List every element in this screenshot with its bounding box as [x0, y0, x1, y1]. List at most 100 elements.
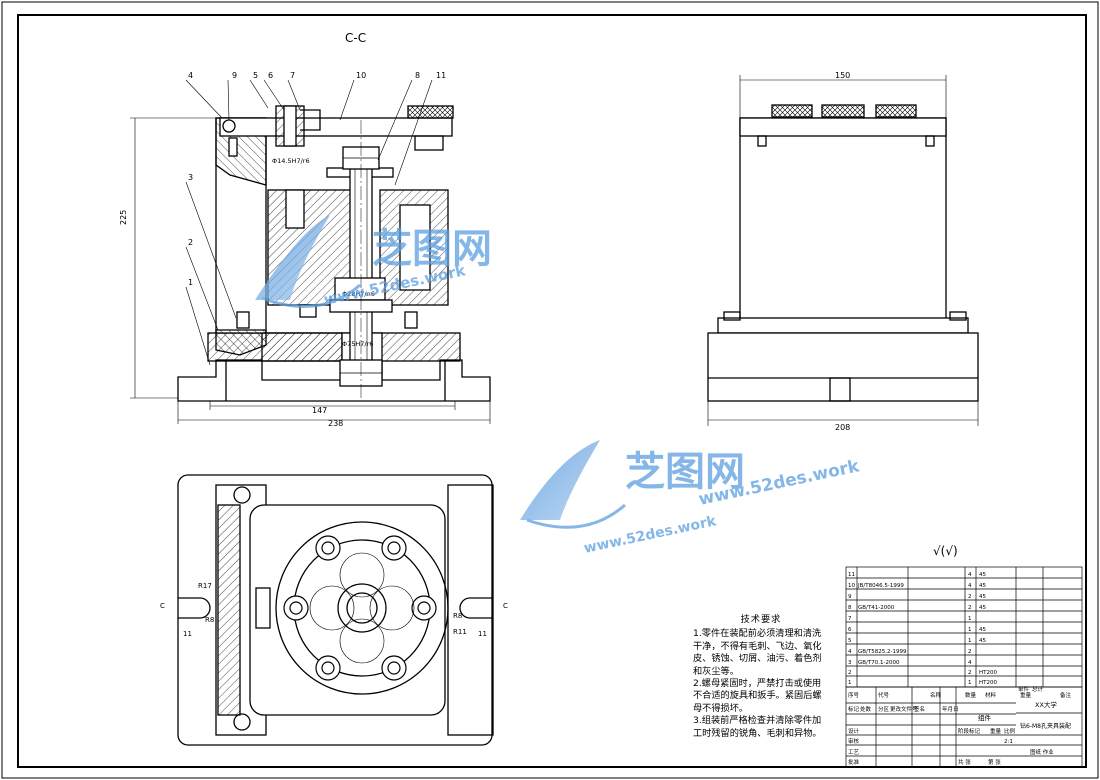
bom-no: 3 — [848, 660, 852, 666]
section-marker: C — [160, 602, 165, 610]
bom-qty: 1 — [968, 627, 972, 633]
title-label: 处数 — [860, 705, 872, 713]
bom-header: 材料 — [985, 691, 997, 699]
technical-note-item: 1.零件在装配前必须清理和清洗干净，不得有毛刺、飞边、氧化皮、锈蚀、切屑、油污、… — [693, 628, 822, 677]
part-number: 11 — [436, 71, 446, 80]
side-view — [707, 104, 979, 402]
title-label: 更改文件号 — [890, 705, 918, 713]
bom-text: 11 10 9 8 7 6 5 4 3 2 1 JB/T8046.5-1999 … — [848, 572, 1072, 699]
technical-notes: 技术要求 1.零件在装配前必须清理和清洗干净，不得有毛刺、飞边、氧化皮、锈蚀、切… — [693, 614, 829, 740]
bom-no: 4 — [848, 649, 852, 655]
fit-label: Φ28H7/n6 — [342, 290, 375, 298]
title-label: 审核 — [848, 737, 860, 745]
bom-qty: 2 — [968, 594, 972, 600]
top-view — [177, 474, 494, 746]
bom-header: 备注 — [1060, 691, 1072, 699]
title-label: 批准 — [848, 758, 860, 766]
bom-qty: 1 — [968, 638, 972, 644]
fit-label: Φ75H7/r6 — [342, 340, 373, 348]
watermark-logo-2: 芝图网 www.52des.work www.52des.work — [520, 440, 862, 557]
bom-material: 45 — [979, 627, 986, 633]
title-label: 设计 — [848, 727, 860, 735]
radius-label: R8 — [205, 616, 214, 624]
dimension-base-inner: 147 — [312, 406, 327, 415]
part-number: 5 — [253, 71, 258, 80]
dimension-top-width: 150 — [835, 71, 850, 80]
bom-code: GB/T70.1-2000 — [858, 660, 900, 666]
radius-label: R8 — [453, 612, 462, 620]
bom-material: HT200 — [979, 680, 997, 686]
top-view-labels: C C R17 R8 R8 R11 11 11 — [160, 582, 508, 638]
title-label: 第 张 — [988, 758, 1001, 766]
technical-note-item: 3.组装前严格检查并清除零件加工时残留的锐角、毛刺和异物。 — [693, 715, 822, 739]
part-number: 1 — [188, 278, 193, 287]
bom-code: GB/T5825.2-1999 — [858, 649, 907, 655]
title-scale: 2:1 — [1004, 739, 1013, 745]
bom-no: 2 — [848, 670, 852, 676]
title-drawing-name: 钻6-M8孔夹具装配 — [1020, 722, 1071, 730]
part-number: 6 — [268, 71, 273, 80]
radius-label: R11 — [453, 628, 467, 636]
title-label: 比例 — [1004, 727, 1016, 735]
bom-table — [845, 566, 1083, 768]
bom-material: 45 — [979, 605, 986, 611]
bom-qty: 2 — [968, 670, 972, 676]
bom-code: JB/T8046.5-1999 — [857, 583, 904, 589]
bom-qty: 4 — [968, 572, 972, 578]
technical-note-item: 2.螺母紧固时，严禁打击或使用不合适的旋具和扳手。紧固后螺母不得损坏。 — [693, 678, 822, 714]
bom-weight-sub: 单件 — [1018, 685, 1030, 693]
bom-qty: 4 — [968, 583, 972, 589]
bom-qty: 4 — [968, 660, 972, 666]
bom-no: 9 — [848, 594, 852, 600]
roughness-symbol: √(√) — [933, 544, 958, 558]
bom-header: 数量 — [965, 691, 977, 699]
bom-header: 重量 — [1020, 691, 1032, 699]
title-label: 阶段标记 — [958, 727, 981, 735]
technical-notes-title: 技术要求 — [740, 614, 782, 625]
bom-header: 序号 — [848, 691, 860, 699]
title-school: XX大学 — [1035, 700, 1057, 709]
bom-no: 7 — [848, 616, 852, 622]
bom-qty: 2 — [968, 649, 972, 655]
bom-header: 名称 — [930, 691, 942, 699]
section-marker: C — [503, 602, 508, 610]
title-label: 签名 — [914, 705, 925, 713]
section-label: C-C — [345, 31, 366, 45]
bom-no: 11 — [848, 572, 855, 578]
radius-label: R17 — [198, 582, 212, 590]
title-sheet: 图纸 作业 — [1030, 748, 1054, 756]
title-label: 年月日 — [942, 705, 959, 713]
bom-no: 5 — [848, 638, 852, 644]
bom-no: 6 — [848, 627, 852, 633]
svg-text:芝图网: 芝图网 — [372, 226, 492, 272]
title-label: 共 张 — [958, 758, 971, 766]
dimension-height: 225 — [119, 210, 128, 225]
bom-material: 45 — [979, 583, 986, 589]
title-label: 重量 — [990, 727, 1002, 735]
bom-material: 45 — [979, 638, 986, 644]
bom-material: HT200 — [979, 670, 997, 676]
part-number: 10 — [356, 71, 366, 80]
bom-qty: 1 — [968, 616, 972, 622]
title-block-text: XX大学 组件 钻6-M8孔夹具装配 标记 处数 分区 更改文件号 签名 年月日… — [848, 700, 1071, 766]
offset-label: 11 — [478, 630, 487, 638]
dimension-base-total: 238 — [328, 419, 343, 428]
bom-material: 45 — [979, 572, 986, 578]
bom-no: 10 — [848, 583, 855, 589]
dimension-base-width: 208 — [835, 423, 850, 432]
title-label: 工艺 — [848, 749, 860, 756]
svg-text:芝图网: 芝图网 — [625, 449, 745, 495]
part-number: 8 — [415, 71, 420, 80]
bom-material: 45 — [979, 594, 986, 600]
front-view-labels: 4 9 5 6 7 10 8 11 3 2 1 Φ14.5H7/r6 Φ28H7… — [119, 71, 446, 428]
title-label: 分区 — [878, 705, 890, 713]
bom-qty: 2 — [968, 605, 972, 611]
bom-qty: 1 — [968, 680, 972, 686]
top-view-bolt-holes — [283, 535, 437, 681]
bom-header: 代号 — [878, 691, 890, 699]
bom-no: 1 — [848, 680, 852, 686]
part-number: 9 — [232, 71, 237, 80]
front-leaders — [130, 79, 491, 424]
title-label: 标记 — [848, 705, 860, 713]
